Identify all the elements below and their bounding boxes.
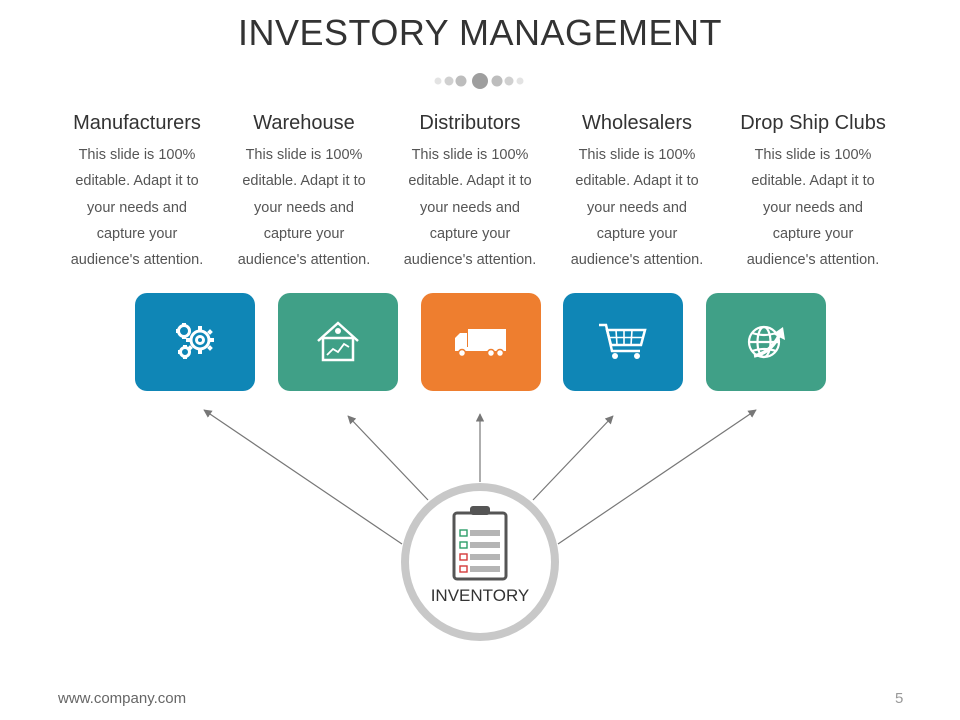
category-wholesalers: Wholesalers This slide is 100% editable.… <box>552 110 722 273</box>
description-line: audience's attention. <box>403 252 537 269</box>
tile-distributors <box>421 293 541 391</box>
gears-icon <box>176 323 214 359</box>
description-line: editable. Adapt it to <box>408 173 532 190</box>
category-manufacturers: Manufacturers This slide is 100% editabl… <box>52 110 222 273</box>
description-line: editable. Adapt it to <box>751 173 875 190</box>
tile-warehouse <box>278 293 398 391</box>
description-line: audience's attention. <box>237 252 371 269</box>
category-description: This slide is 100% editable. Adapt it to… <box>718 142 908 273</box>
inventory-hub <box>401 483 559 641</box>
arrow-to-manufacturers <box>203 409 403 545</box>
category-description: This slide is 100% editable. Adapt it to… <box>52 142 222 273</box>
tile-drop-ship-clubs <box>706 293 826 391</box>
category-description: This slide is 100% editable. Adapt it to… <box>219 142 389 273</box>
globe-arrow-icon <box>747 325 785 359</box>
description-line: capture your <box>772 225 854 242</box>
category-distributors: Distributors This slide is 100% editable… <box>385 110 555 273</box>
hub-label: INVENTORY <box>430 586 530 605</box>
category-warehouse: Warehouse This slide is 100% editable. A… <box>219 110 389 273</box>
description-line: This slide is 100% <box>754 147 872 163</box>
shopping-cart-icon <box>599 323 647 359</box>
category-title: Distributors <box>419 112 521 134</box>
warehouse-growth-icon <box>317 321 359 362</box>
truck-icon <box>455 329 506 358</box>
page-number: 5 <box>895 690 904 707</box>
description-line: editable. Adapt it to <box>575 173 699 190</box>
arrow-to-wholesalers <box>532 415 614 501</box>
description-line: This slide is 100% <box>578 147 696 163</box>
category-description: This slide is 100% editable. Adapt it to… <box>552 142 722 273</box>
description-line: your needs and <box>587 199 687 216</box>
description-line: your needs and <box>87 199 187 216</box>
description-line: audience's attention. <box>746 252 880 269</box>
description-line: This slide is 100% <box>245 147 363 163</box>
arrow-to-warehouse <box>347 415 429 501</box>
slide-title: INVESTORY MANAGEMENT <box>237 12 723 53</box>
category-title: Drop Ship Clubs <box>740 112 886 134</box>
category-title: Manufacturers <box>73 112 201 134</box>
description-line: audience's attention. <box>70 252 204 269</box>
description-line: This slide is 100% <box>78 147 196 163</box>
description-line: your needs and <box>254 199 354 216</box>
description-line: editable. Adapt it to <box>242 173 366 190</box>
clipboard-checklist-icon <box>452 506 508 581</box>
description-line: your needs and <box>763 199 863 216</box>
category-title: Warehouse <box>253 112 355 134</box>
description-line: capture your <box>96 225 178 242</box>
footer-url[interactable]: www.company.com <box>58 690 187 707</box>
description-line: capture your <box>429 225 511 242</box>
description-line: audience's attention. <box>570 252 704 269</box>
decorative-dots <box>434 73 524 89</box>
description-line: This slide is 100% <box>411 147 529 163</box>
arrow-to-drop-ship-clubs <box>557 409 757 545</box>
tile-wholesalers <box>563 293 683 391</box>
category-title: Wholesalers <box>581 112 693 134</box>
category-drop-ship-clubs: Drop Ship Clubs This slide is 100% edita… <box>718 110 908 273</box>
description-line: capture your <box>596 225 678 242</box>
description-line: editable. Adapt it to <box>75 173 199 190</box>
description-line: your needs and <box>420 199 520 216</box>
category-description: This slide is 100% editable. Adapt it to… <box>385 142 555 273</box>
tile-manufacturers <box>135 293 255 391</box>
description-line: capture your <box>263 225 345 242</box>
